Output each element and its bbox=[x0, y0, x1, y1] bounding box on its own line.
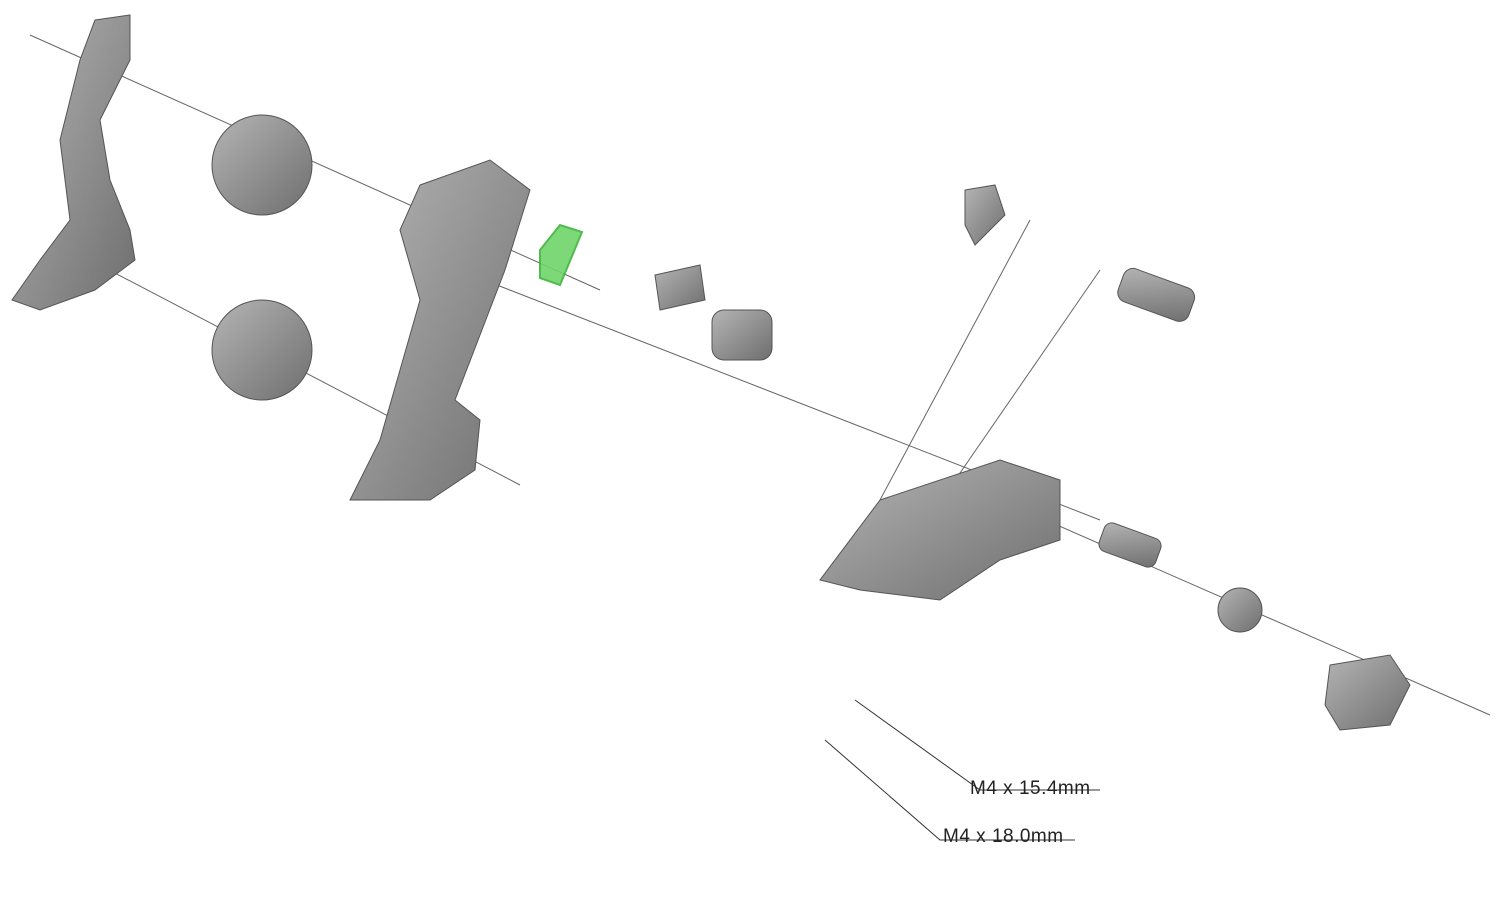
clutch-cover bbox=[1324, 654, 1411, 731]
cage-plate-outer bbox=[11, 14, 136, 311]
pulley-lower bbox=[211, 299, 313, 401]
pivot-bolt bbox=[1098, 522, 1162, 568]
derailleur-body bbox=[819, 459, 1061, 601]
clutch-unit bbox=[1217, 587, 1263, 633]
b-tension-bolt bbox=[1117, 267, 1196, 322]
highlighted-part bbox=[539, 223, 584, 287]
pulley-upper bbox=[211, 114, 313, 216]
spring-cylinder bbox=[711, 309, 773, 361]
callout-m4-15-4mm: M4 x 15.4mm bbox=[970, 778, 1091, 799]
callout-m4-18-0mm: M4 x 18.0mm bbox=[943, 826, 1064, 847]
ring bbox=[654, 264, 706, 311]
parts bbox=[11, 14, 1411, 731]
cable-anchor bbox=[964, 184, 1006, 246]
cage-plate-inner bbox=[349, 159, 531, 501]
